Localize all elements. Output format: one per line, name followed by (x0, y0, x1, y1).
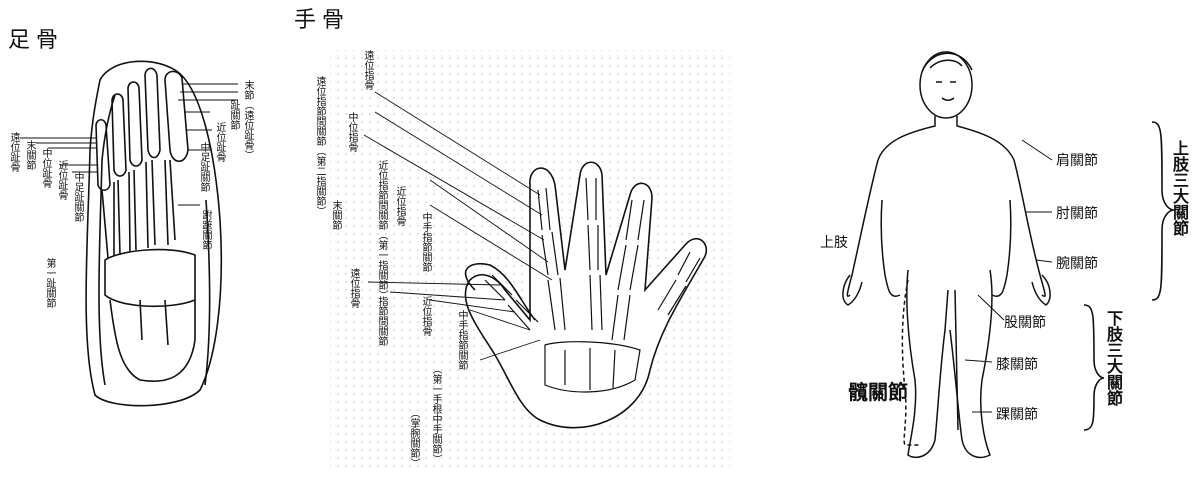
hand-label-pip-joint: 近位指節間關節（第一指關節） (376, 160, 387, 300)
foot-label-end-segment: 末節（遠位趾骨） (242, 80, 253, 160)
hand-label-mcp-joint: 中手指節關節 (420, 212, 431, 272)
hand-label-wrist-joint: （掌腕關節） (408, 408, 419, 468)
hand-label-middle-phalanx: 中位指骨 (346, 112, 357, 152)
body-figure-drawing (790, 0, 1194, 482)
hand-label-proximal-phalanx: 近位指骨 (394, 186, 405, 226)
foot-label-middle-phalanx: 中位趾骨 (40, 148, 51, 188)
lower-group-brace (1084, 305, 1104, 430)
hand-label-thumb-proximal-phalanx: 近位指骨 (420, 296, 431, 336)
foot-panel: 足骨 遠位趾骨 末關節 (0, 0, 280, 482)
upper-limb-label: 上肢 (820, 232, 848, 252)
foot-label-first-toe-joint: 第一趾關節 (44, 258, 55, 308)
foot-label-toe-joint: 趾關節 (228, 100, 239, 130)
foot-label-mtp-joint: 中足趾關節 (72, 172, 83, 222)
lower-limb-three-joints-label: 下肢三大關節 (1104, 310, 1122, 406)
foot-label-mtp-joint-right: 中足趾關節 (198, 142, 209, 192)
foot-label-end-joint: 末關節 (24, 140, 35, 170)
hand-label-end-joint: 末關節 (330, 200, 341, 230)
body-panel: 上肢 肩關節 肘關節 腕關節 股關節 膝關節 踝關節 髖關節 上肢三大關節 下肢… (790, 0, 1194, 482)
toe-2 (145, 68, 160, 157)
foot-label-proximal-phalanx-right: 近位趾骨 (214, 122, 225, 162)
hand-label-dip-joint: 遠位指節間關節（第二指關節） (314, 76, 325, 216)
hand-label-thumb-distal-phalanx: 遠位指骨 (348, 268, 359, 308)
hand-label-cmc-joint: （第一手根中手關節） (430, 364, 441, 464)
torso (847, 116, 1045, 296)
hand-label-thumb-mcp-joint: 中手指節關節 (456, 310, 467, 370)
foot-label-tarsometatarsal-joint: 跗蹠關節 (200, 210, 211, 250)
foot-label-proximal-phalanx: 近位趾骨 (56, 160, 67, 200)
hand-panel: 手骨 遠位指骨 (280, 0, 750, 482)
foot-label-distal-phalanx: 遠位趾骨 (8, 132, 19, 172)
hand-label-interphalangeal-joint: 指節間關節 (376, 296, 387, 346)
shoulder-joint-label: 肩關節 (1056, 150, 1098, 170)
foot-bone-drawing (0, 0, 280, 482)
elbow-joint-label: 肘關節 (1056, 203, 1098, 223)
ankle-joint-label: 踝關節 (996, 404, 1038, 424)
hip-joint-label: 髖關節 (848, 376, 908, 405)
hand-bone-drawing (280, 0, 750, 482)
upper-limb-three-joints-label: 上肢三大關節 (1170, 140, 1188, 236)
wrist-joint-label: 腕關節 (1056, 253, 1098, 273)
toe-1 (165, 71, 188, 161)
legs (907, 270, 992, 457)
toe-4 (112, 94, 126, 176)
toe-3 (128, 82, 142, 166)
femoral-joint-label: 股關節 (1004, 312, 1046, 332)
hand-label-distal-phalanx: 遠位指骨 (362, 50, 373, 90)
knee-joint-label: 膝關節 (996, 354, 1038, 374)
